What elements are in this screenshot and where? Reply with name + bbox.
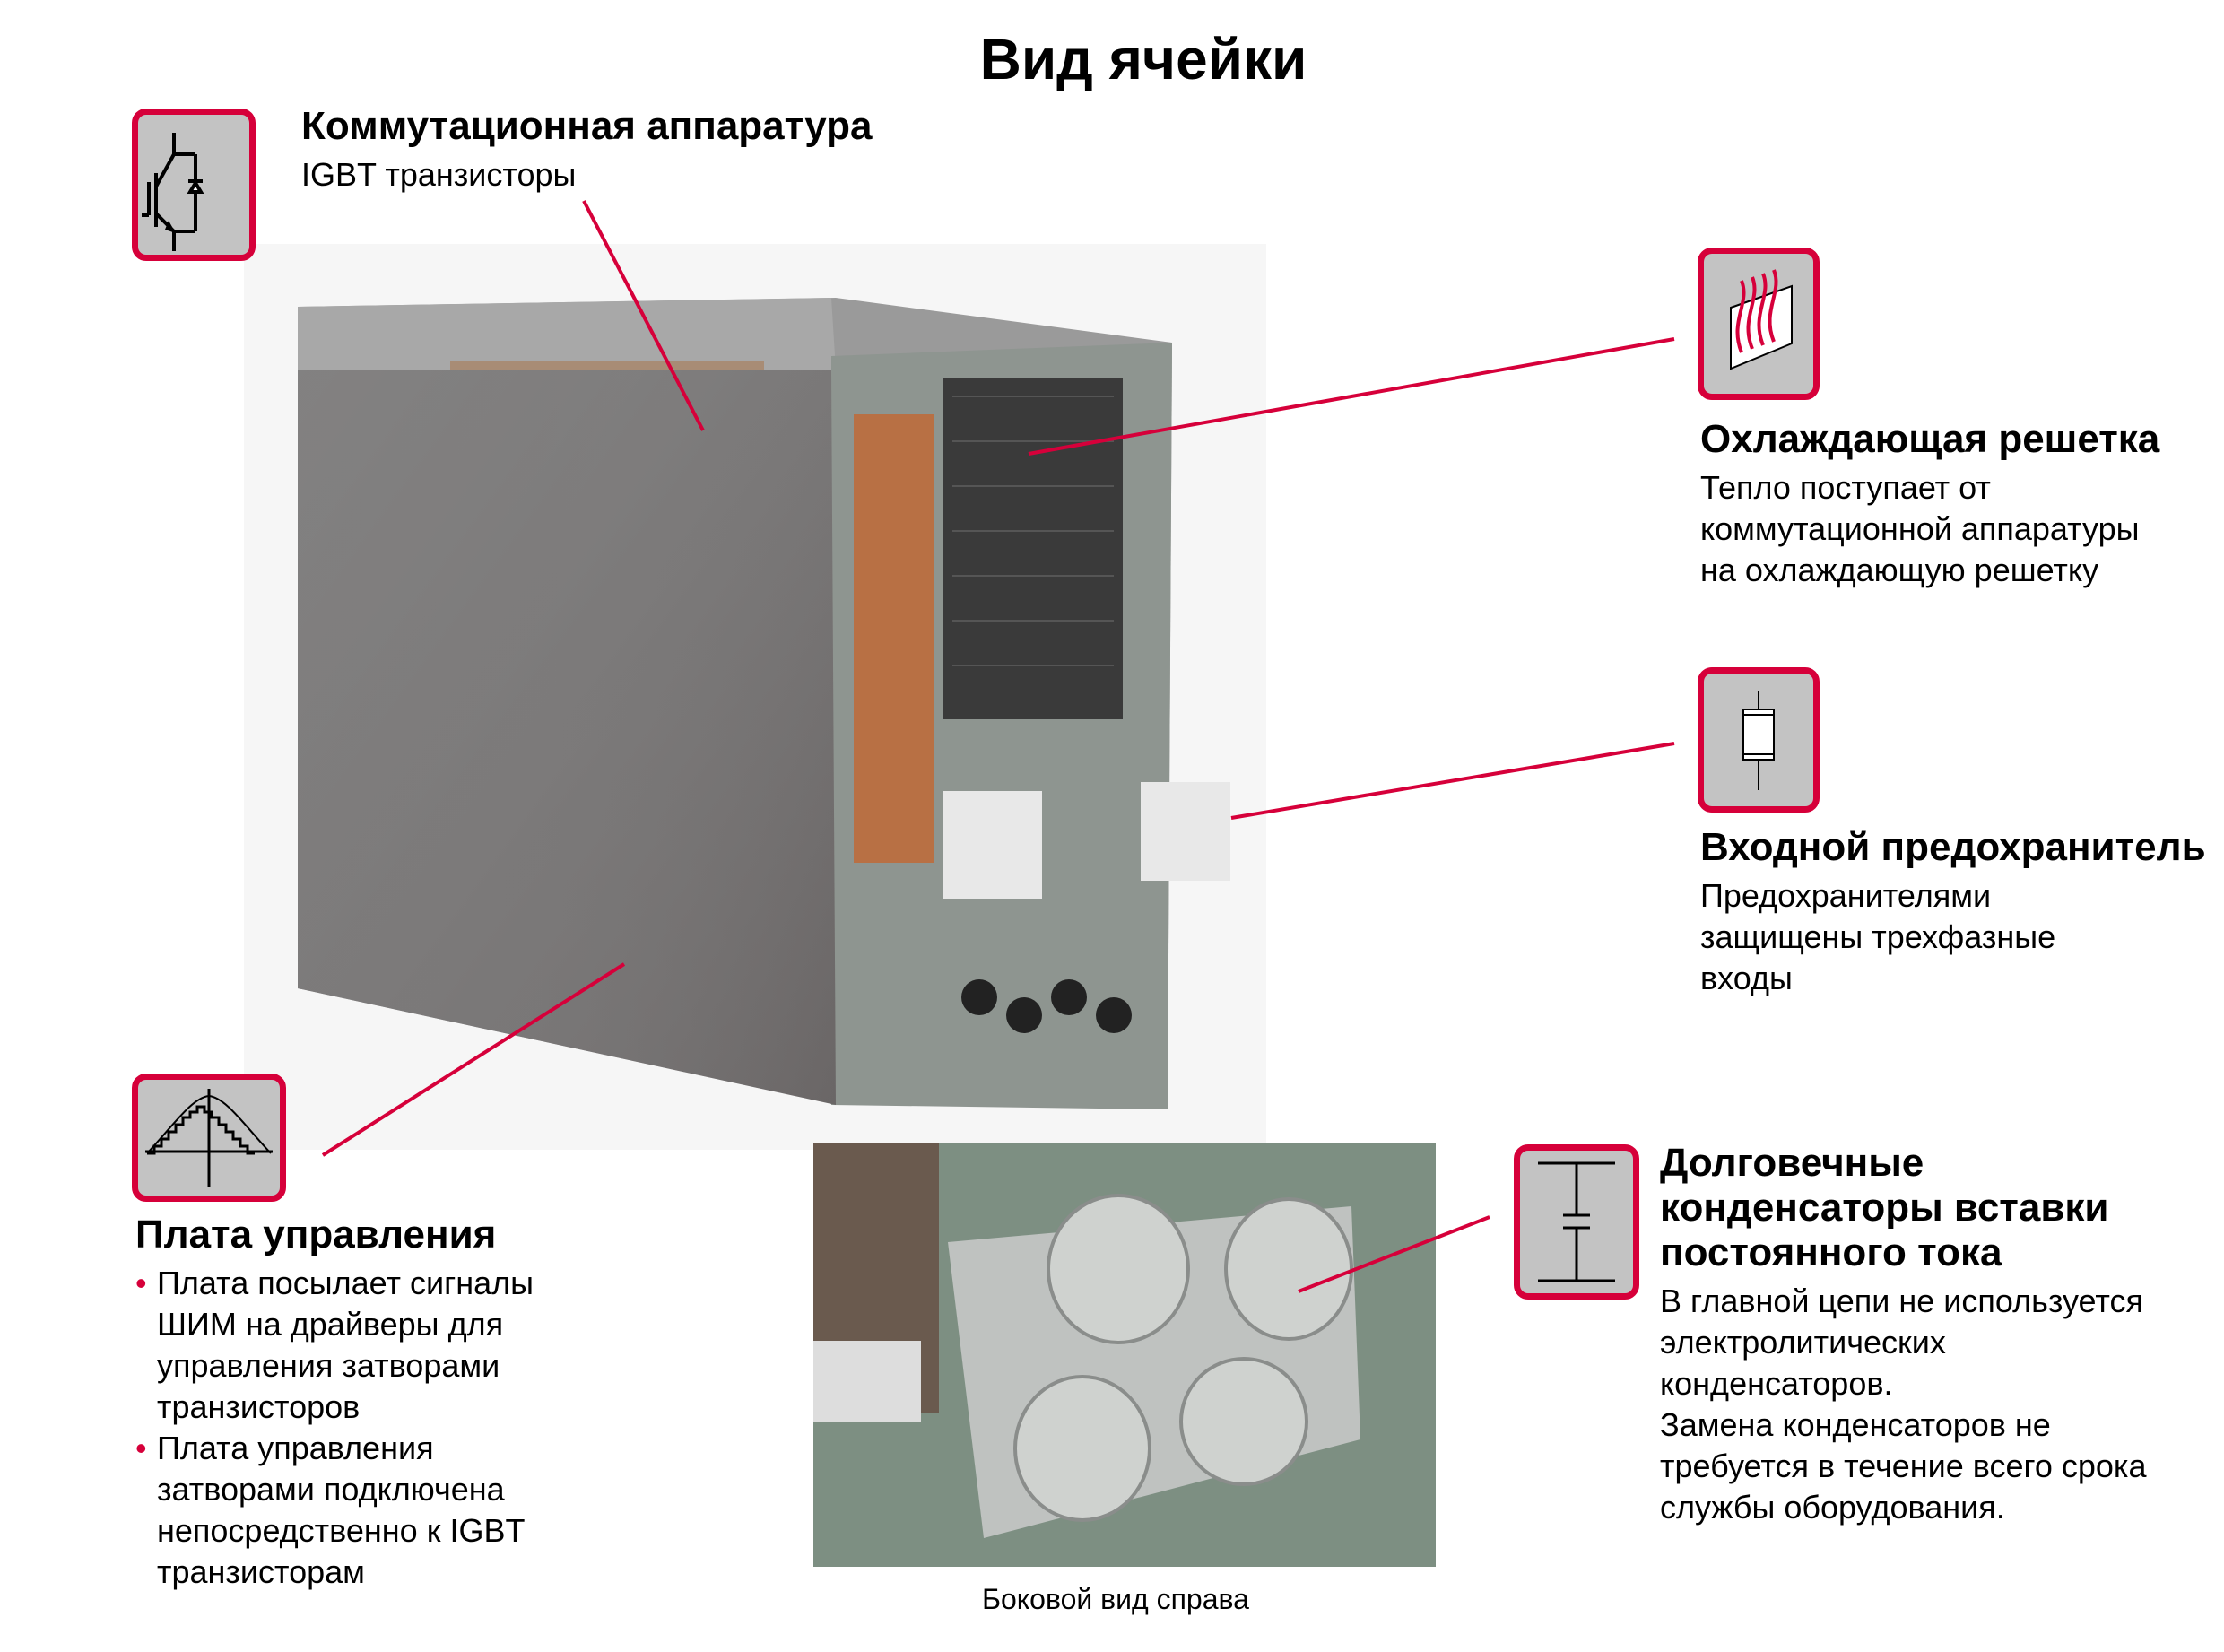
capacitors-line: конденсаторов. <box>1660 1365 1893 1402</box>
control-body: Плата посылает сигналы ШИМ на драйверы д… <box>135 1263 534 1593</box>
control-line: Плата посылает сигналы <box>157 1265 534 1301</box>
switching-section: Коммутационная аппаратура IGBT транзисто… <box>301 104 873 196</box>
capacitors-heading: Долговечные конденсаторы вставки постоян… <box>1660 1141 2147 1275</box>
control-line: транзисторам <box>157 1553 365 1590</box>
inset-caption: Боковой вид справа <box>982 1583 1249 1615</box>
control-line: затворами подключена <box>157 1471 505 1508</box>
control-heading: Плата управления <box>135 1213 497 1256</box>
cooling-line: на охлаждающую решетку <box>1700 552 2099 588</box>
cooling-body: Тепло поступает от коммутационной аппара… <box>1700 467 2159 591</box>
capacitors-body: В главной цепи не используется электроли… <box>1660 1281 2147 1528</box>
capacitors-line: электролитических <box>1660 1324 1946 1361</box>
capacitors-line: требуется в течение всего срока <box>1660 1448 2147 1484</box>
control-bullet-2: Плата управления затворами подключена не… <box>135 1428 534 1593</box>
switching-line: IGBT транзисторы <box>301 156 577 193</box>
switching-body: IGBT транзисторы <box>301 154 873 196</box>
fuse-icon <box>1698 667 1820 813</box>
control-line: ШИМ на драйверы для <box>157 1306 504 1343</box>
fuse-line: защищены трехфазные <box>1700 918 2056 955</box>
cooling-heading: Охлаждающая решетка <box>1700 417 2160 461</box>
switching-heading: Коммутационная аппаратура <box>301 104 873 148</box>
capacitor-icon <box>1514 1144 1639 1300</box>
cell-photo <box>244 244 1266 1150</box>
page-title: Вид ячейки <box>979 27 1307 91</box>
control-section: Плата управления Плата посылает сигналы … <box>135 1213 534 1593</box>
capacitors-line: службы оборудования. <box>1660 1489 2005 1526</box>
cooling-line: Тепло поступает от <box>1700 469 1991 506</box>
pwm-waveform-icon <box>132 1074 286 1202</box>
capacitors-heading-line: постоянного тока <box>1660 1230 2002 1274</box>
heat-grille-icon <box>1698 248 1820 400</box>
capacitors-line: В главной цепи не используется <box>1660 1282 2143 1319</box>
cooling-section: Охлаждающая решетка Тепло поступает от к… <box>1700 417 2159 591</box>
control-line: Плата управления <box>157 1430 434 1466</box>
leader-line-fuse <box>1230 742 1675 820</box>
capacitors-line: Замена конденсаторов не <box>1660 1406 2051 1443</box>
control-bullet-1: Плата посылает сигналы ШИМ на драйверы д… <box>135 1263 534 1428</box>
control-line: транзисторов <box>157 1388 361 1425</box>
igbt-icon <box>132 109 256 261</box>
fuse-line: Предохранителями <box>1700 877 1992 914</box>
cooling-line: коммутационной аппаратуры <box>1700 510 2140 547</box>
fuse-body: Предохранителями защищены трехфазные вхо… <box>1700 875 2206 999</box>
control-line: непосредственно к IGBT <box>157 1512 526 1549</box>
fuse-heading: Входной предохранитель <box>1700 825 2206 869</box>
capacitors-section: Долговечные конденсаторы вставки постоян… <box>1660 1141 2147 1528</box>
capacitors-heading-line: конденсаторы вставки <box>1660 1186 2109 1230</box>
capacitors-heading-line: Долговечные <box>1660 1141 1924 1185</box>
control-line: управления затворами <box>157 1347 500 1384</box>
fuse-section: Входной предохранитель Предохранителями … <box>1700 825 2206 999</box>
fuse-line: входы <box>1700 960 1793 996</box>
side-view-photo <box>813 1143 1436 1567</box>
